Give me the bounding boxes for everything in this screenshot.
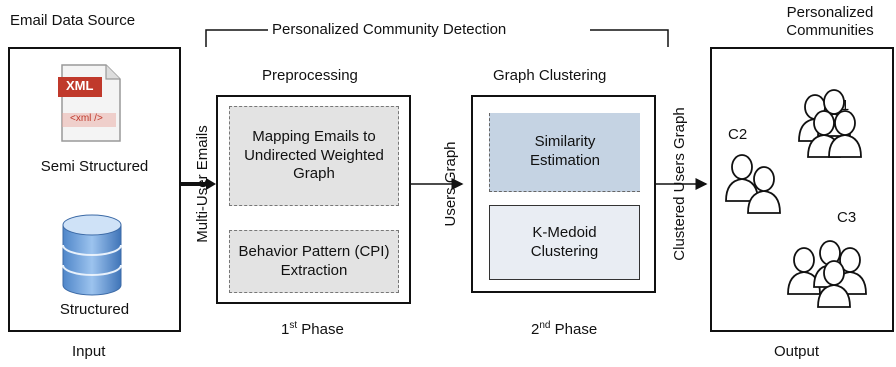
communities-title: Personalized Communities	[786, 4, 874, 39]
preprocessing-title: Preprocessing	[262, 67, 358, 84]
cluster-c3-label: C3	[837, 209, 857, 226]
database-icon	[61, 213, 123, 297]
input-box: XML <xml /> Semi Structured Structured	[8, 47, 181, 332]
structured-label: Structured	[59, 301, 130, 318]
users-graph-label: Users Graph	[442, 141, 459, 227]
mapping-step-label: Mapping Emails to Undirected Weighted Gr…	[244, 127, 384, 183]
xml-file-icon: XML <xml />	[58, 63, 124, 143]
xml-badge: XML	[66, 78, 94, 93]
kmedoid-step: K-Medoid Clustering	[489, 205, 640, 280]
people-icons	[725, 89, 867, 308]
phase-1-label: 1st Phase	[281, 320, 344, 338]
pcd-title: Personalized Community Detection	[272, 21, 507, 38]
kmedoid-step-label: K-Medoid Clustering	[530, 223, 599, 260]
source-title: Email Data Source	[10, 12, 136, 29]
multi-user-emails-label: Multi-User Emails	[194, 125, 211, 243]
xml-tag: <xml />	[70, 113, 103, 124]
similarity-step: Similarity Estimation	[489, 113, 640, 192]
cluster-c2-label: C2	[728, 126, 748, 143]
c2-group-icon	[725, 154, 781, 214]
similarity-step-label: Similarity Estimation	[529, 133, 601, 169]
clustered-users-graph-label: Clustered Users Graph	[671, 107, 688, 261]
pcd-bracket	[205, 29, 669, 47]
behavior-step: Behavior Pattern (CPI) Extraction	[229, 230, 399, 293]
mapping-step: Mapping Emails to Undirected Weighted Gr…	[229, 106, 399, 206]
phase-2-label: 2nd Phase	[531, 320, 598, 338]
semi-structured-label: Semi Structured	[40, 158, 149, 175]
output-footer: Output	[774, 343, 820, 360]
output-box: C1 C2 C3	[710, 47, 894, 332]
clustering-title: Graph Clustering	[493, 67, 607, 84]
c3-group-icon	[787, 240, 867, 308]
c1-group-icon	[798, 89, 862, 158]
behavior-step-label: Behavior Pattern (CPI) Extraction	[238, 242, 390, 279]
input-footer: Input	[72, 343, 106, 360]
